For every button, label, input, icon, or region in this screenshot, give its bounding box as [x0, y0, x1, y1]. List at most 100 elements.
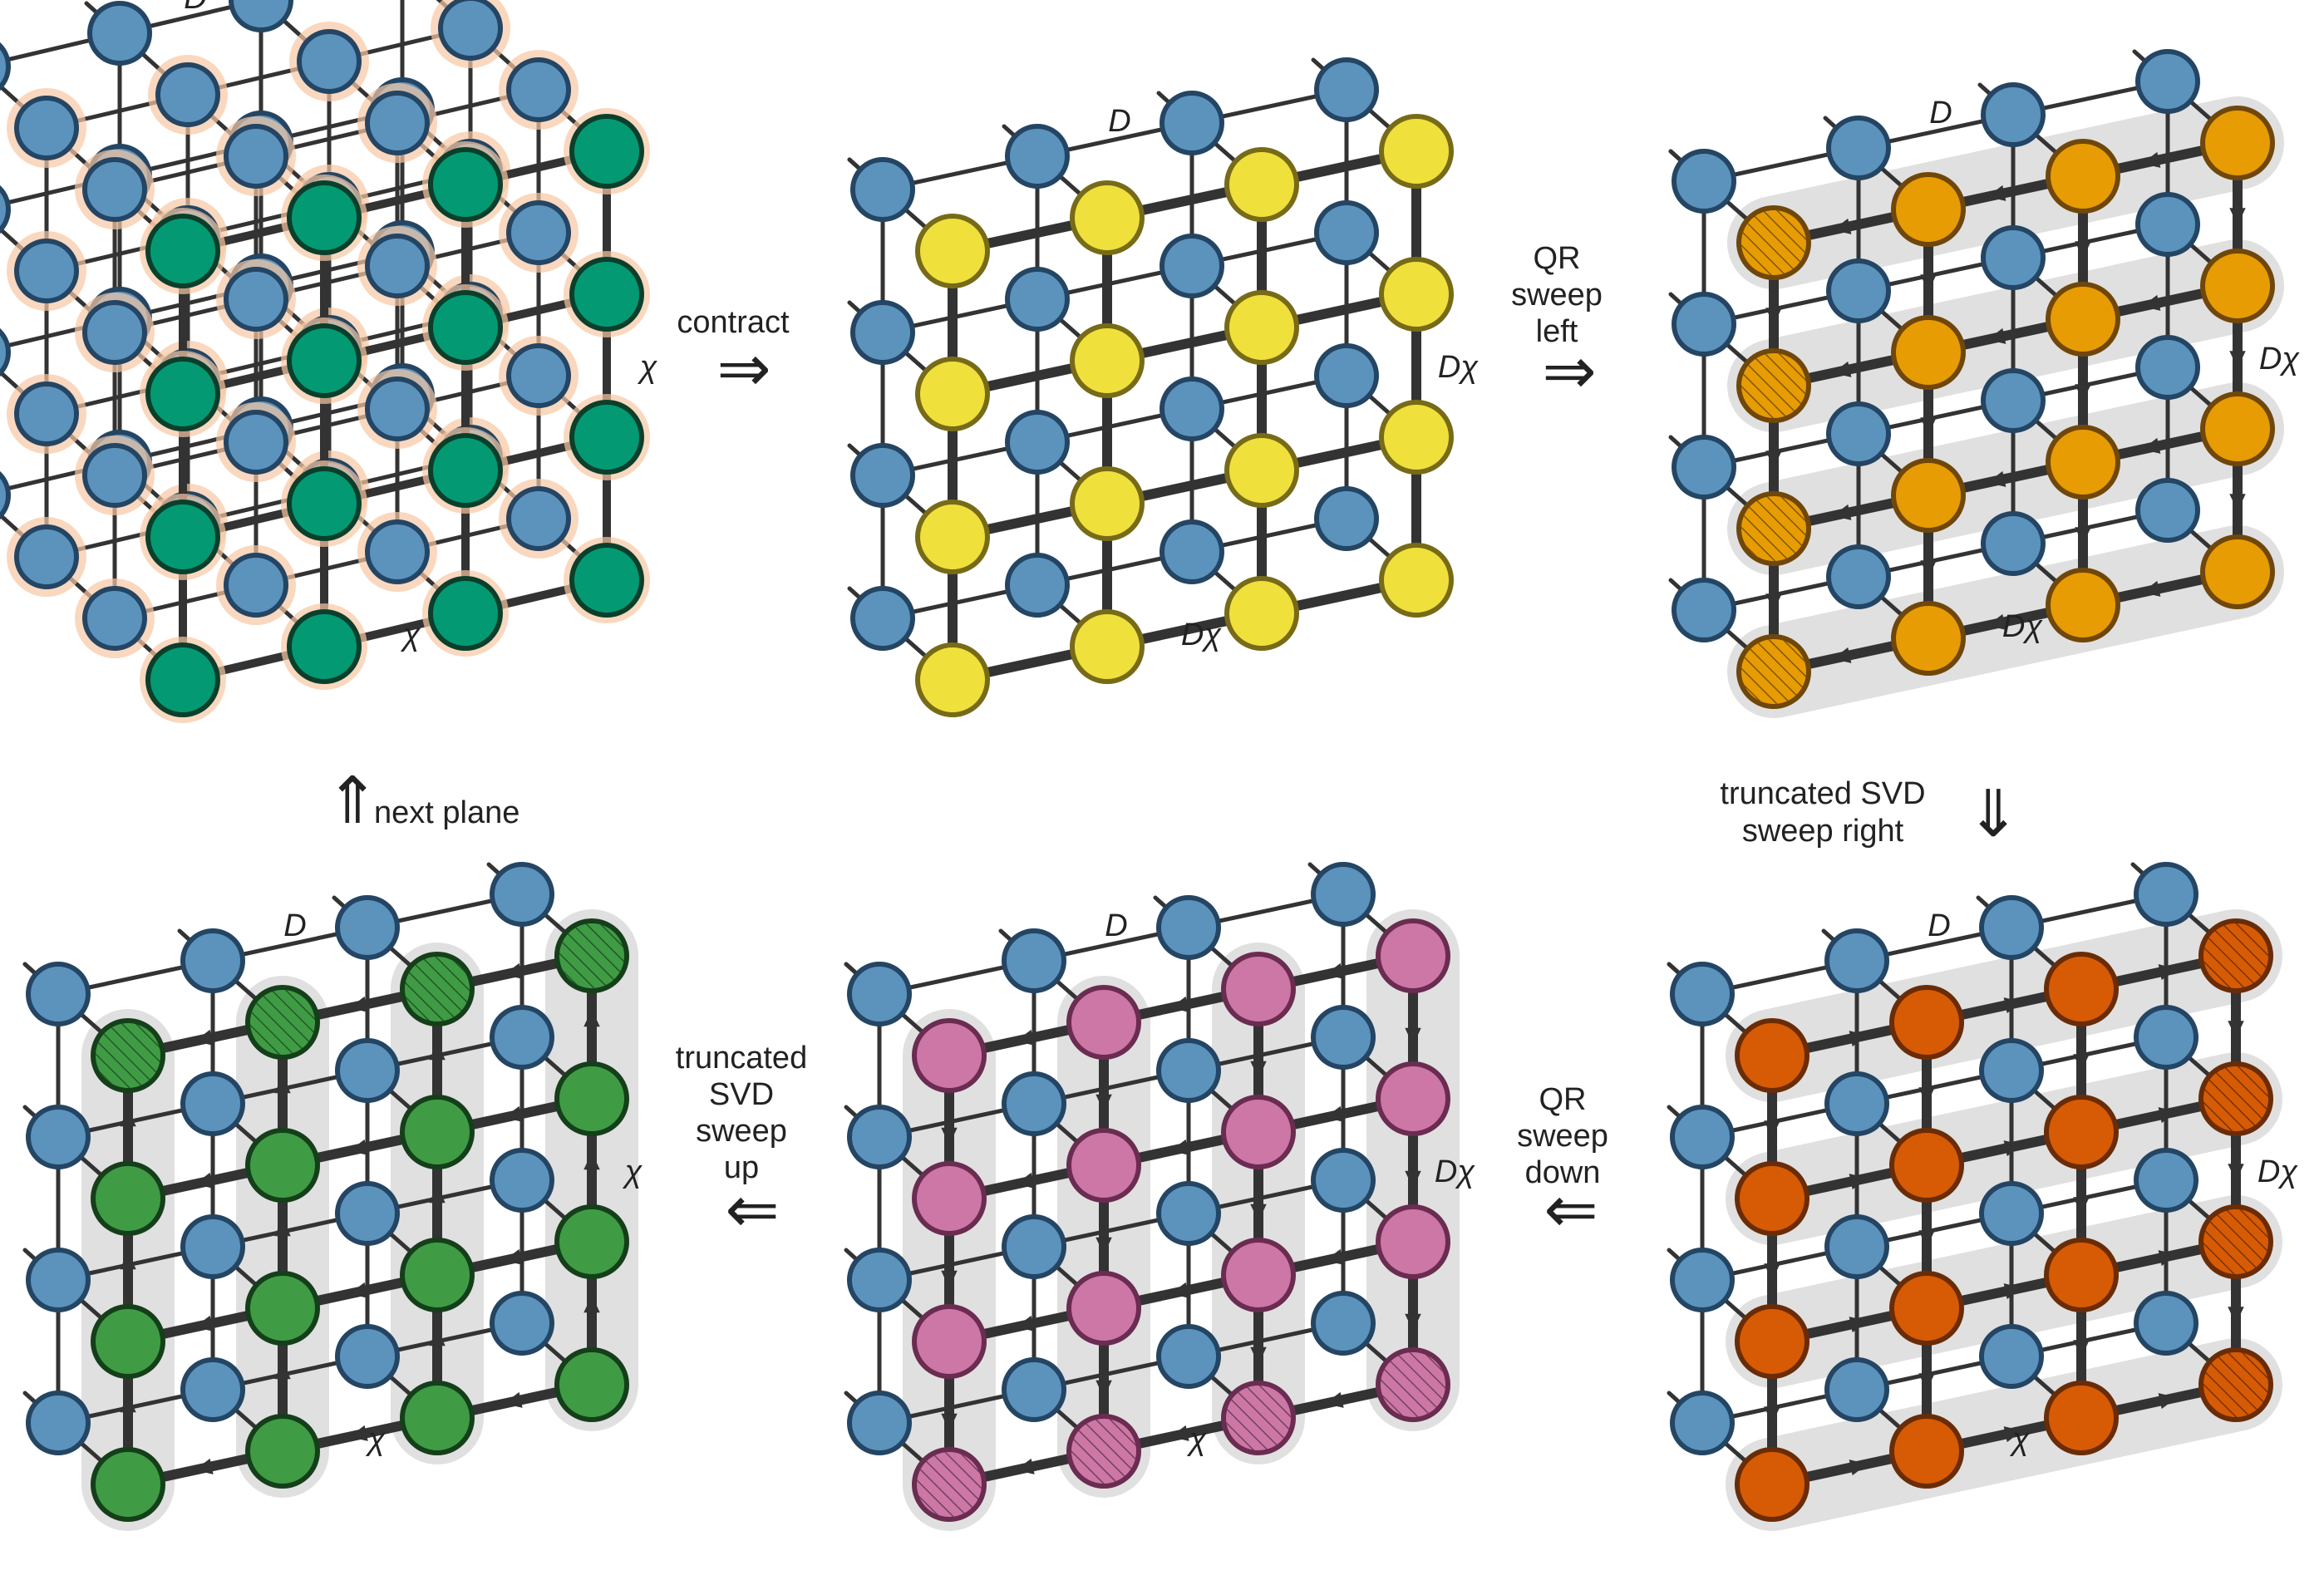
gauge-arrow — [1170, 996, 1189, 1012]
blue-tensor — [1981, 225, 2046, 290]
front-tensor — [1376, 1204, 1450, 1279]
gauge-arrow — [2003, 1140, 2023, 1157]
bond-dimension-label-side: χ — [623, 1154, 643, 1189]
bond-dimension-label-bottom: χ — [401, 618, 421, 652]
gauge-arrow — [941, 1270, 958, 1288]
blue-tensor — [490, 1148, 554, 1213]
step-truncated-svd-sweep-up: truncated SVD sweep up ⇐ — [676, 1041, 807, 1246]
gauge-arrow — [1170, 1282, 1189, 1298]
front-tensor-disc — [2044, 952, 2119, 1026]
step-label-line: contract — [677, 305, 790, 340]
blue-tensor — [1005, 267, 1070, 332]
blue-tensor — [850, 157, 915, 222]
front-tensor — [400, 1095, 475, 1169]
front-tensor-hatch — [1071, 1419, 1136, 1484]
blue-tensor-disc — [850, 300, 915, 365]
front-tensor — [915, 642, 990, 717]
front-tensor — [1736, 205, 1811, 280]
front-tensor-disc — [1735, 1447, 1809, 1522]
blue-tensor-disc — [180, 1071, 245, 1136]
blue-tensor-disc — [490, 862, 554, 927]
front-tensor — [915, 500, 990, 574]
blue-tensor-disc — [1824, 1071, 1889, 1136]
gauge-arrow — [2158, 1250, 2178, 1267]
gauge-arrow — [1920, 274, 1937, 292]
back-plane — [1667, 862, 2238, 1487]
blue-tensor — [1826, 116, 1891, 180]
blue-tensor — [180, 1071, 245, 1136]
blue-tensor — [1824, 1357, 1889, 1422]
gauge-arrow — [2141, 151, 2161, 168]
front-tensor — [91, 1161, 165, 1236]
front-tensor — [91, 1447, 165, 1522]
front-tensor — [1735, 1161, 1809, 1236]
bond-dimension-label-bottom: χ — [2010, 1422, 2031, 1457]
blue-tensor-disc — [847, 1105, 912, 1169]
front-plane — [91, 918, 629, 1522]
gauge-arrow — [1849, 1317, 1869, 1333]
bond-dimension-label-top: D — [1105, 908, 1127, 943]
blue-tensor — [1002, 1071, 1066, 1136]
bond-back — [44, 455, 473, 559]
gauge-arrow — [2158, 964, 2178, 981]
blue-tensor-disc — [438, 0, 503, 61]
front-tensor — [145, 214, 220, 288]
blue-tensor — [1005, 124, 1070, 189]
front-tensor — [1736, 491, 1811, 566]
bond-back — [880, 87, 1349, 192]
step-label-line: sweep — [1517, 1119, 1608, 1154]
front-tensor-hatch — [1226, 1386, 1291, 1450]
blue-tensor — [2135, 192, 2200, 257]
blue-tensor — [1824, 1071, 1889, 1136]
front-tensor — [1736, 634, 1811, 709]
front-tensor — [1379, 257, 1454, 332]
blue-tensor — [847, 1391, 912, 1455]
gauge-arrow — [1250, 1204, 1267, 1222]
gauge-arrow — [1405, 1027, 1421, 1046]
front-tensor-disc — [145, 500, 220, 574]
blue-tensor — [14, 381, 79, 446]
blue-tensor — [847, 1248, 912, 1312]
blue-tensor — [1670, 962, 1735, 1026]
blue-tensor — [365, 234, 430, 298]
gauge-arrow — [941, 1413, 958, 1431]
blue-tensor-disc — [0, 470, 11, 520]
bond-dimension-label-side: Dχ — [2258, 1154, 2298, 1189]
blue-tensor-disc — [490, 1148, 554, 1213]
front-tensor — [287, 180, 362, 255]
gauge-arrow — [1096, 1094, 1112, 1112]
blue-tensor-disc — [1979, 1038, 2044, 1103]
bond-dimension-label-side: Dχ — [1438, 350, 1479, 385]
blue-tensor-disc — [1981, 511, 2046, 576]
blue-tensor-disc — [1670, 1248, 1735, 1312]
front-tensor — [1891, 172, 1966, 247]
front-plane — [1736, 106, 2275, 709]
front-tensor — [428, 433, 503, 508]
arrow-left-icon: ⇐ — [1544, 1173, 1598, 1246]
blue-tensor-disc — [87, 1, 152, 66]
blue-tensor-disc — [1314, 486, 1379, 551]
blue-tensor-disc — [180, 1214, 245, 1279]
front-tensor-disc — [145, 642, 220, 717]
blue-tensor — [14, 239, 79, 303]
front-tensor — [287, 466, 362, 541]
blue-tensor-disc — [1826, 116, 1891, 180]
front-tensor-disc — [245, 1271, 320, 1346]
front-tensor-disc — [1379, 400, 1454, 475]
blue-tensor — [1826, 544, 1891, 609]
gauge-arrow — [2075, 527, 2091, 544]
front-tensor — [2200, 391, 2275, 466]
front-tensor — [1889, 985, 1964, 1060]
front-tensor-disc — [1889, 1414, 1964, 1489]
blue-tensor-disc — [26, 1248, 91, 1312]
front-plane — [912, 918, 1450, 1522]
front-tensor-disc — [912, 1304, 987, 1379]
blue-tensor — [82, 300, 147, 365]
arrow-down-icon: ⇓ — [1966, 777, 2020, 850]
blue-tensor-disc — [1311, 1148, 1376, 1213]
gauge-arrow — [1764, 1263, 1780, 1281]
bond-dimension-label-bottom: χ — [1187, 1422, 1208, 1457]
front-tensor — [915, 357, 990, 431]
front-tensor-disc — [1891, 172, 1966, 247]
blue-tensor — [224, 267, 288, 332]
